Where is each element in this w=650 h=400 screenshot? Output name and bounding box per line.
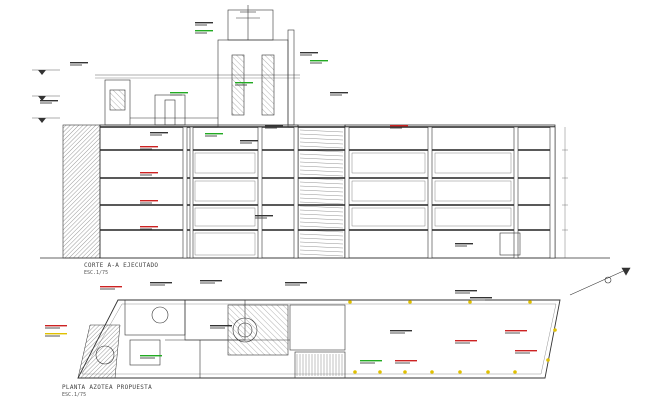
equipment-rooms <box>95 299 346 379</box>
dimension-line <box>562 127 568 258</box>
window-bands <box>194 152 512 256</box>
building-right-block <box>344 124 556 259</box>
stair-core <box>297 124 346 259</box>
north-arrow-icon <box>569 267 631 296</box>
section-annotations <box>40 22 473 247</box>
section-scale: ESC.1/75 <box>84 270 109 276</box>
roof-plan <box>45 267 631 379</box>
section-title: CORTE A-A EJECUTADO <box>84 262 159 269</box>
floor-slabs <box>100 126 555 231</box>
plan-annotations <box>45 280 537 364</box>
plan-scale: ESC.1/75 <box>62 392 87 398</box>
plan-title: PLANTA AZOTEA PROPUESTA <box>62 384 152 391</box>
plan-stair <box>296 354 343 376</box>
level-marker-icon <box>32 69 60 123</box>
plan-boundary <box>77 299 561 379</box>
party-wall-left <box>62 124 101 259</box>
section-a-a <box>32 5 610 259</box>
building-left-block <box>99 124 299 259</box>
ground-floor-detail <box>499 232 521 256</box>
plan-column-markers <box>348 300 557 374</box>
plan-left-hatch <box>77 324 121 379</box>
columns <box>182 126 556 259</box>
